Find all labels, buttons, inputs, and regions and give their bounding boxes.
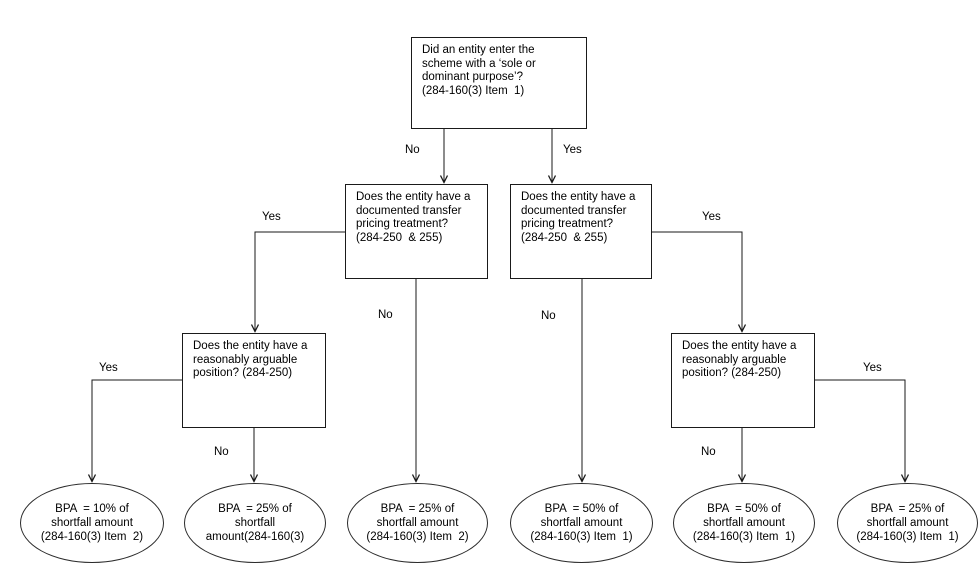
edge-label-root-yes: Yes	[563, 144, 582, 156]
outcome-ellipse-bpa-10-item2: BPA = 10% of shortfall amount (284-160(3…	[20, 483, 164, 563]
edge-label-doc-left-yes: Yes	[262, 211, 281, 223]
connector-rap-left-yes-to-outcome-1	[92, 379, 182, 481]
edge-label-doc-left-no: No	[378, 309, 393, 321]
edge-label-doc-right-yes: Yes	[702, 211, 721, 223]
decision-node-documented-transfer-pricing-left: Does the entity have a documented transf…	[345, 184, 488, 279]
outcome-ellipse-bpa-25-item1: BPA = 25% of shortfall amount (284-160(3…	[837, 483, 978, 563]
edge-label-root-no: No	[405, 144, 420, 156]
edge-label-rap-right-yes: Yes	[863, 362, 882, 374]
outcome-ellipse-bpa-50-item1-right: BPA = 50% of shortfall amount (284-160(3…	[673, 483, 815, 563]
edge-label-doc-right-no: No	[541, 310, 556, 322]
decision-node-reasonably-arguable-position-right: Does the entity have a reasonably arguab…	[671, 333, 815, 428]
connector-rap-right-yes-to-outcome-6	[815, 379, 905, 481]
decision-node-documented-transfer-pricing-right: Does the entity have a documented transf…	[510, 184, 652, 279]
connector-doc-left-yes-to-rap-left	[255, 231, 345, 331]
decision-node-sole-dominant-purpose: Did an entity enter the scheme with a ‘s…	[411, 37, 587, 129]
decision-node-reasonably-arguable-position-left: Does the entity have a reasonably arguab…	[182, 333, 326, 428]
outcome-ellipse-bpa-25-item2: BPA = 25% of shortfall amount (284-160(3…	[347, 483, 488, 563]
outcome-ellipse-bpa-25-shortfall: BPA = 25% of shortfall amount(284-160(3)	[184, 483, 326, 563]
edge-label-rap-right-no: No	[701, 446, 716, 458]
edge-label-rap-left-yes: Yes	[99, 362, 118, 374]
edge-label-rap-left-no: No	[214, 446, 229, 458]
connector-doc-right-yes-to-rap-right	[652, 231, 742, 331]
outcome-ellipse-bpa-50-item1-left: BPA = 50% of shortfall amount (284-160(3…	[510, 483, 653, 563]
